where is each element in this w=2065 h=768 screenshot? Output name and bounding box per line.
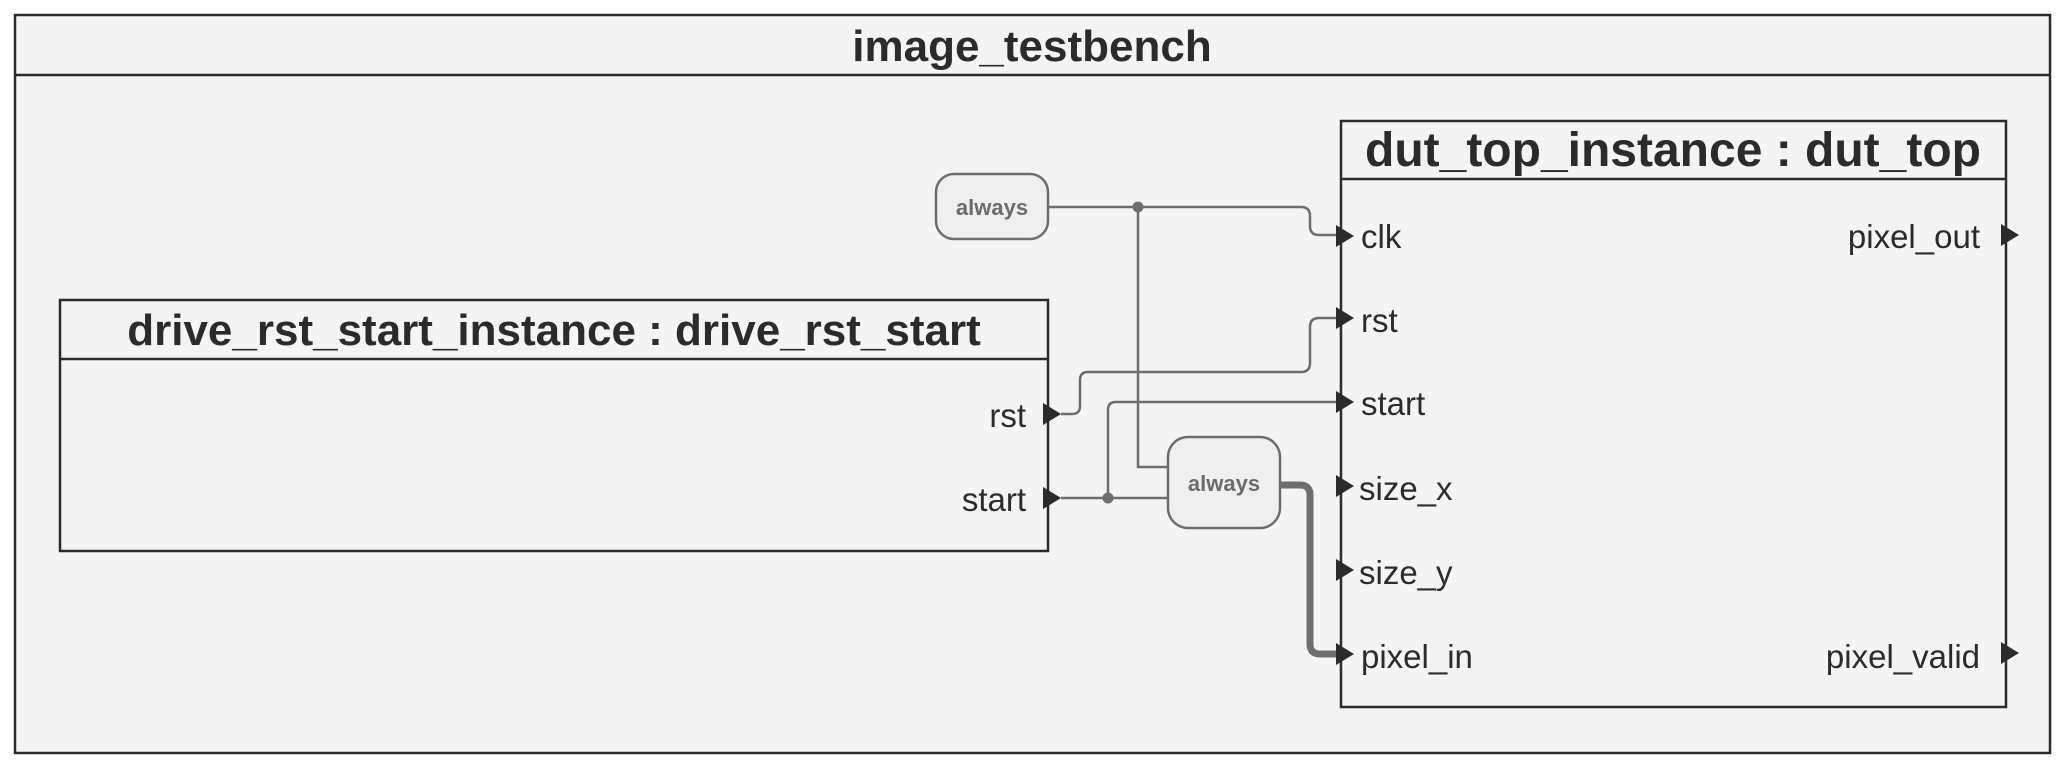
junction-start: [1102, 492, 1114, 504]
dut-port-pixel-valid: pixel_valid: [1826, 638, 1980, 675]
stimulus-process-box: [1166, 435, 1282, 530]
driver-start-arrow-icon: [1043, 487, 1061, 509]
driver-port-start: start: [962, 481, 1026, 518]
driver-port-rst: rst: [989, 397, 1026, 434]
driver-module[interactable]: drive_rst_start_instance : drive_rst_sta…: [58, 298, 1061, 553]
stimulus-process-label: always: [1188, 471, 1260, 496]
driver-box: [58, 298, 1050, 553]
wire-clk-branch: [1136, 207, 1168, 469]
wire-start-branch: [1106, 400, 1336, 498]
wire-clk: [1048, 205, 1336, 237]
stimulus-process[interactable]: always: [1166, 435, 1282, 530]
dut-start-arrow-icon: [1336, 391, 1354, 413]
driver-rst-arrow-icon: [1043, 403, 1061, 425]
wire-rst: [1061, 316, 1336, 416]
dut-clk-arrow-icon: [1336, 225, 1354, 247]
wires: [1048, 201, 1336, 658]
dut-port-clk: clk: [1361, 218, 1402, 255]
dut-module[interactable]: dut_top_instance : dut_top clk rst start…: [1336, 119, 2019, 709]
clock-process-box: [934, 172, 1050, 241]
dut-rst-arrow-icon: [1336, 307, 1354, 329]
dut-port-pixel-in: pixel_in: [1361, 638, 1473, 675]
dut-port-size-x: size_x: [1359, 470, 1453, 507]
driver-title: drive_rst_start_instance : drive_rst_sta…: [127, 306, 981, 355]
dut-size-y-arrow-icon: [1336, 559, 1354, 581]
bus-pixel-in: [1280, 481, 1336, 658]
dut-port-start: start: [1361, 385, 1425, 422]
dut-port-pixel-out: pixel_out: [1848, 218, 1980, 255]
dut-pixel-in-arrow-icon: [1336, 643, 1354, 665]
dut-box: [1339, 119, 2008, 709]
clock-process-label: always: [956, 195, 1028, 220]
dut-pixel-valid-arrow-icon: [2001, 642, 2019, 664]
dut-title: dut_top_instance : dut_top: [1365, 124, 1981, 177]
dut-size-x-arrow-icon: [1336, 475, 1354, 497]
testbench-title: image_testbench: [852, 22, 1211, 71]
dut-port-rst: rst: [1361, 302, 1398, 339]
dut-pixel-out-arrow-icon: [2001, 224, 2019, 246]
junction-clk: [1132, 201, 1144, 213]
dut-port-size-y: size_y: [1359, 554, 1453, 591]
clock-process[interactable]: always: [934, 172, 1050, 241]
